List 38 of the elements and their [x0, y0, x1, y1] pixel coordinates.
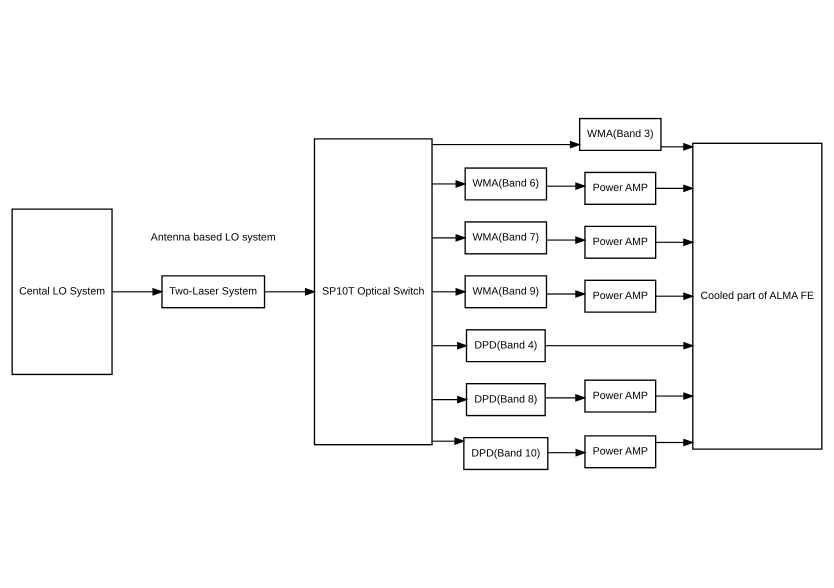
arrow: [656, 438, 694, 446]
arrow: [546, 236, 586, 244]
arrow: [656, 184, 694, 192]
node-box: Cental LO System: [11, 208, 113, 376]
arrow: [432, 437, 466, 446]
node-box: DPD(Band 8): [466, 383, 546, 416]
label: Antenna based LO system: [150, 232, 276, 244]
arrow: [264, 288, 316, 296]
node-box: DPD(Band 4): [466, 329, 546, 362]
arrow: [432, 288, 467, 296]
arrow: [432, 140, 582, 149]
arrow: [545, 342, 695, 350]
node-box: WMA(Band 6): [464, 167, 548, 201]
node-box: DPD(Band 10): [463, 436, 548, 470]
node-box: WMA(Band 9): [464, 275, 548, 308]
arrow: [546, 290, 586, 298]
node-box: Power AMP: [584, 280, 656, 313]
node-box: Power AMP: [584, 435, 656, 468]
node-box: WMA(Band 7): [464, 221, 548, 254]
arrow: [656, 238, 694, 246]
arrow: [112, 288, 164, 296]
arrow: [546, 182, 586, 190]
arrow: [432, 396, 468, 404]
arrow: [432, 180, 467, 188]
node-box: SP10T Optical Switch: [314, 138, 433, 446]
arrow: [432, 234, 467, 242]
arrow: [661, 142, 694, 151]
arrow: [548, 448, 587, 457]
node-box: Two-Laser System: [161, 275, 266, 308]
arrow: [656, 392, 694, 400]
node-box: Cooled part of ALMA FE: [692, 142, 823, 450]
arrow: [656, 292, 694, 300]
node-box: Power AMP: [584, 172, 656, 205]
node-box: Power AMP: [584, 380, 656, 413]
arrow: [432, 342, 468, 350]
node-box: Power AMP: [584, 226, 656, 259]
arrow: [545, 394, 586, 402]
node-box: WMA(Band 3): [578, 118, 662, 152]
